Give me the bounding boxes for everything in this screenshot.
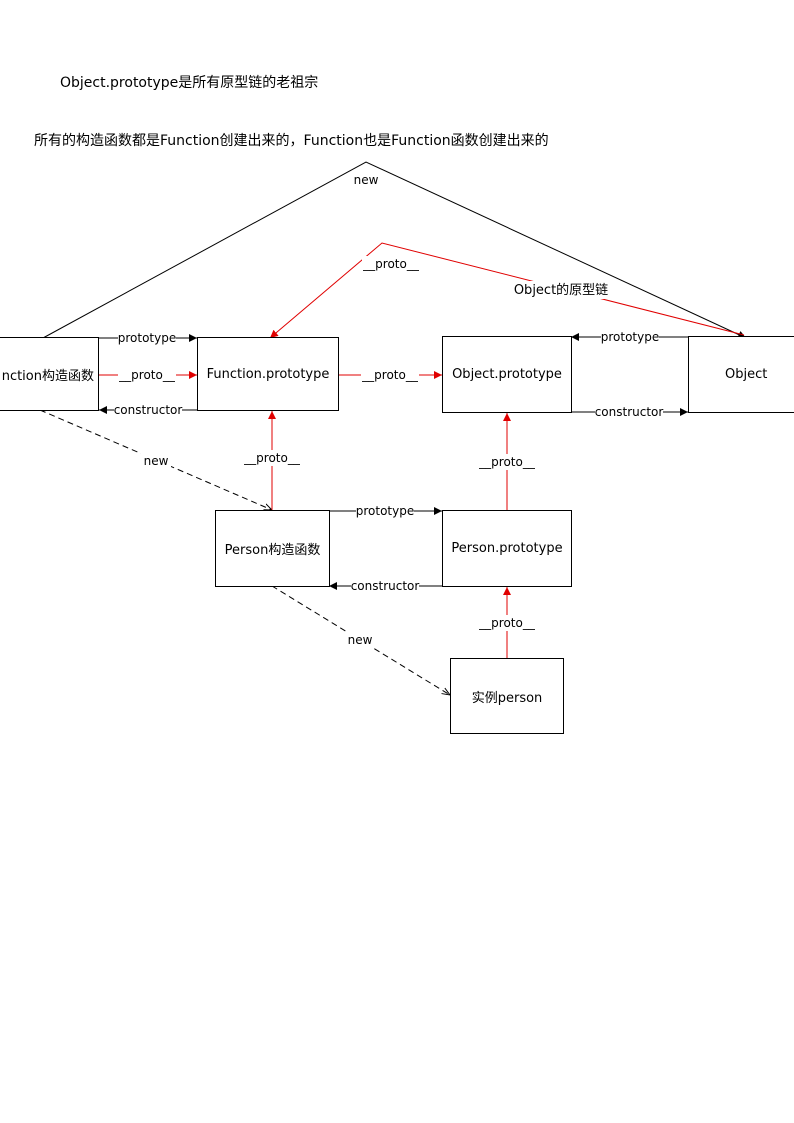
label-prototype-object: prototype [601,330,659,344]
node-person-prototype-label: Person.prototype [451,541,563,556]
edge-function-new-person [39,409,272,510]
node-function-prototype-label: Function.prototype [206,366,330,382]
label-background [361,368,419,382]
label-proto-person-prototype: __proto__ [478,455,536,469]
label-background [345,632,375,648]
edge-object-proto-chain [269,242,745,339]
node-person-prototype: Person.prototype [442,510,572,587]
label-prototype-person: prototype [356,504,414,518]
label-background [508,281,614,299]
edge-object-new-function [42,161,747,339]
label-background [477,615,537,631]
label-proto-function-prototype: __proto__ [361,368,419,382]
label-prototype-function: prototype [118,331,176,345]
node-person-constructor-label: Person构造函数 [224,543,321,558]
node-function-prototype: Function.prototype [197,337,339,411]
label-background [118,331,176,345]
label-new-person: new [144,454,169,468]
label-object-chain: Object的原型链 [514,282,608,298]
node-instance-person: 实例person [450,658,564,734]
node-function-constructor: nction构造函数 [0,337,99,411]
label-proto-person-ctor: __proto__ [243,451,301,465]
label-proto-object-chain: __proto__ [362,257,420,271]
label-background [114,403,182,417]
node-object-prototype: Object.prototype [442,336,572,413]
node-object: Object [688,336,794,413]
label-background [351,579,419,593]
heading-object-prototype-root: Object.prototype是所有原型链的老祖宗 [60,75,319,91]
label-background [595,405,663,419]
label-background [477,454,537,470]
node-object-label: Object [725,367,768,382]
node-person-constructor: Person构造函数 [215,510,330,587]
label-proto-function: __proto__ [118,368,176,382]
label-background [601,330,659,344]
label-background [118,368,176,382]
label-background [350,172,382,188]
label-constructor-function: constructor [114,403,183,417]
label-background [242,450,302,466]
label-proto-instance: __proto__ [478,616,536,630]
node-function-constructor-label: nction构造函数 [1,368,94,384]
label-constructor-person: constructor [351,579,420,593]
node-instance-person-label: 实例person [471,690,543,706]
label-new-instance: new [348,633,373,647]
heading-function-creates-constructors: 所有的构造函数都是Function创建出来的，Function也是Functio… [34,133,549,149]
label-background [362,256,420,272]
label-background [356,504,414,518]
label-new-top: new [354,173,379,187]
label-background [141,453,171,469]
label-constructor-object: constructor [595,405,664,419]
node-object-prototype-label: Object.prototype [452,367,562,382]
